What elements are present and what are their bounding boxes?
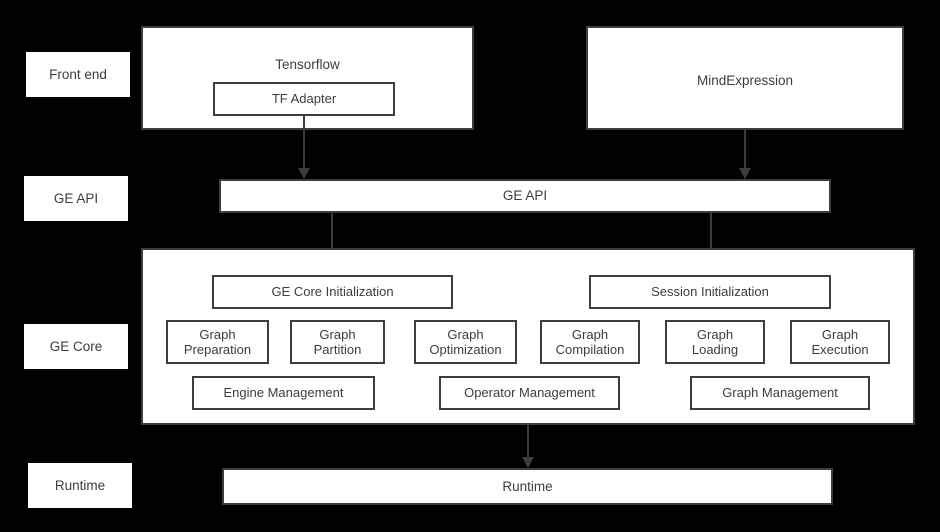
tf-adapter-box[interactable]: TF Adapter <box>213 82 395 116</box>
management-engine[interactable]: Engine Management <box>192 376 375 410</box>
session-initialization-box[interactable]: Session Initialization <box>589 275 831 309</box>
management-graph[interactable]: Graph Management <box>690 376 870 410</box>
layer-label-front-end: Front end <box>26 52 130 97</box>
module-graph-optimization[interactable]: Graph Optimization <box>414 320 517 364</box>
runtime-bar[interactable]: Runtime <box>222 468 833 505</box>
module-graph-loading[interactable]: Graph Loading <box>665 320 765 364</box>
module-graph-execution[interactable]: Graph Execution <box>790 320 890 364</box>
tensorflow-title: Tensorflow <box>275 57 340 72</box>
ge-api-bar[interactable]: GE API <box>219 179 831 213</box>
module-graph-compilation[interactable]: Graph Compilation <box>540 320 640 364</box>
module-graph-partition[interactable]: Graph Partition <box>290 320 385 364</box>
layer-label-ge-api: GE API <box>24 176 128 221</box>
layer-label-runtime: Runtime <box>28 463 132 508</box>
module-graph-preparation[interactable]: Graph Preparation <box>166 320 269 364</box>
management-operator[interactable]: Operator Management <box>439 376 620 410</box>
mindexpression-group[interactable]: MindExpression <box>586 26 904 130</box>
mindexpression-title: MindExpression <box>696 73 794 88</box>
layer-label-ge-core: GE Core <box>24 324 128 369</box>
ge-core-initialization-box[interactable]: GE Core Initialization <box>212 275 453 309</box>
